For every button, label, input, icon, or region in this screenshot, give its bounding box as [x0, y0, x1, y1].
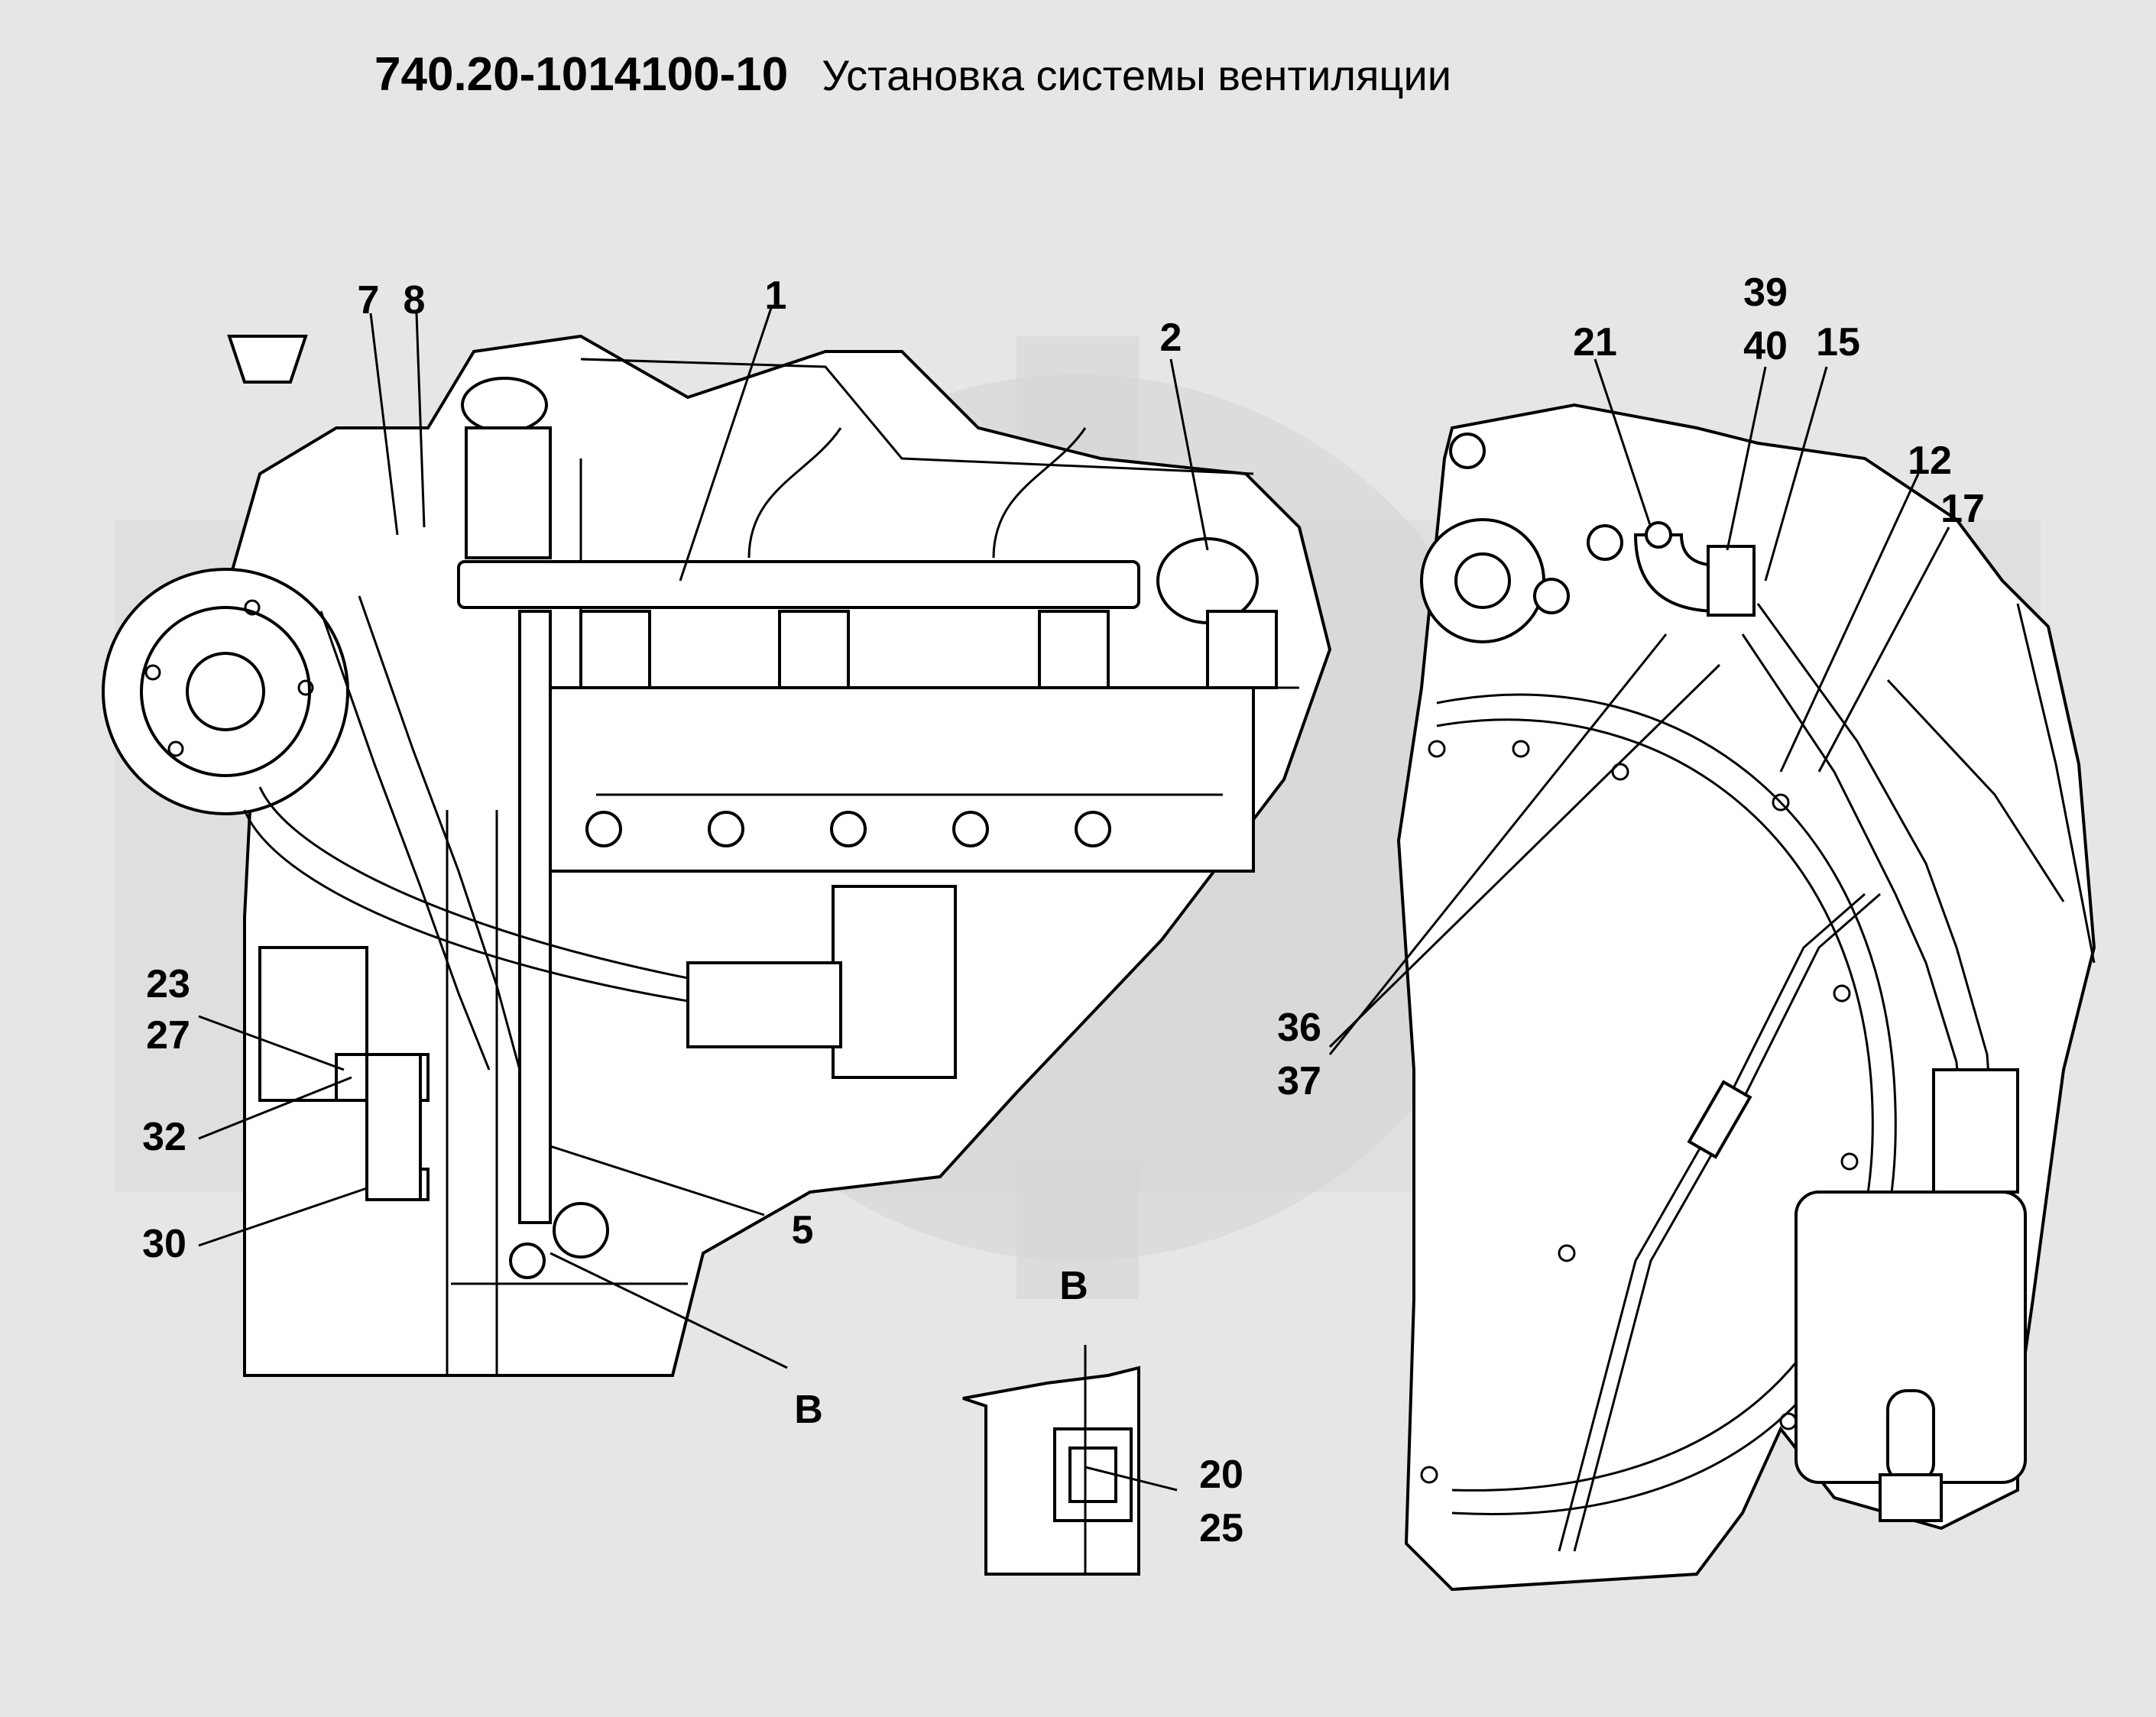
- title-text: Установка системы вентиляции: [822, 51, 1452, 99]
- label-27: 27: [146, 1013, 190, 1058]
- label-8: 8: [404, 278, 426, 322]
- label-39: 39: [1743, 271, 1788, 315]
- diagram-title: 740.20-1014100-10 Установка системы вент…: [374, 47, 1451, 116]
- engine-right-view: [1396, 403, 2096, 1592]
- label-15: 15: [1816, 320, 1860, 364]
- callout-labels: 1 2 7 8 21 39 40 15 12 17 36 37 23 27 32…: [142, 271, 1985, 1550]
- label-32: 32: [142, 1115, 186, 1159]
- label-30: 30: [142, 1222, 186, 1266]
- label-36: 36: [1277, 1006, 1321, 1050]
- label-5: 5: [792, 1208, 814, 1252]
- leader-lines: [198, 305, 1950, 1492]
- label-17: 17: [1940, 487, 1985, 531]
- label-b: В: [794, 1388, 823, 1432]
- label-2: 2: [1160, 316, 1182, 360]
- engine-left-view: [102, 334, 1332, 1377]
- label-20: 20: [1199, 1453, 1243, 1497]
- title-code: 740.20-1014100-10: [374, 48, 789, 101]
- label-25: 25: [1199, 1506, 1243, 1550]
- label-40: 40: [1743, 324, 1788, 368]
- detail-view-b: [962, 1345, 1140, 1576]
- label-b-view: В: [1059, 1264, 1088, 1308]
- label-37: 37: [1277, 1059, 1321, 1103]
- label-7: 7: [358, 278, 380, 322]
- label-1: 1: [765, 274, 787, 318]
- label-21: 21: [1573, 320, 1617, 364]
- label-23: 23: [146, 962, 190, 1006]
- label-12: 12: [1908, 439, 1952, 483]
